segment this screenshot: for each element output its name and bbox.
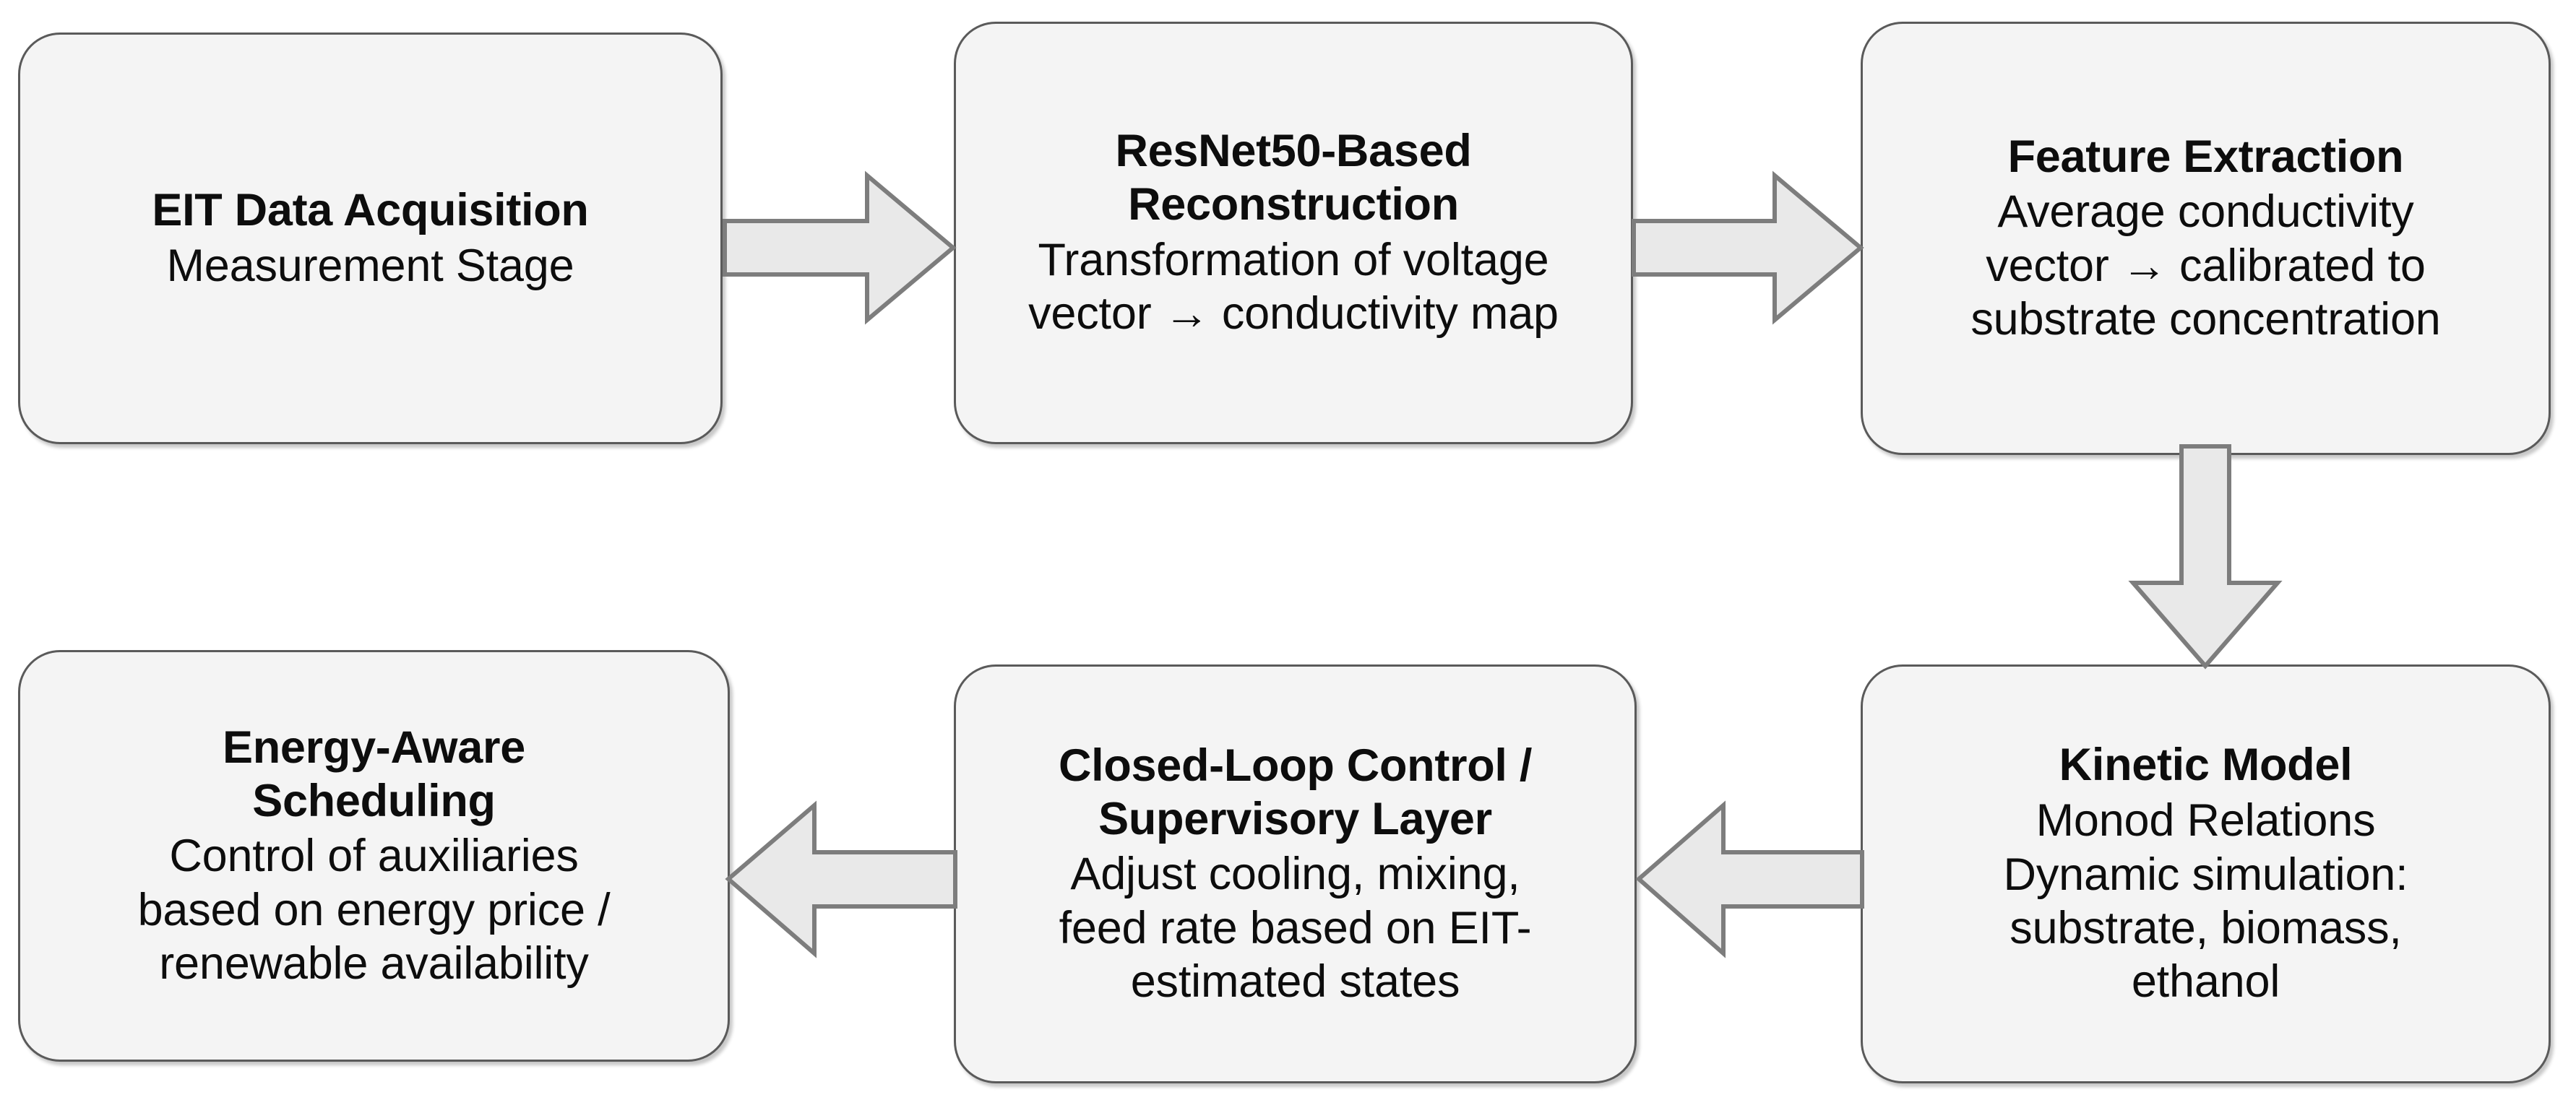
node-body: Monod Relations Dynamic simulation: subs… — [2003, 795, 2408, 1008]
node-body: Average conductivity vector → calibrated… — [1970, 186, 2441, 345]
node-closed-loop-control[interactable]: Closed-Loop Control / Supervisory Layer … — [954, 664, 1637, 1083]
node-body: Control of auxiliaries based on energy p… — [137, 831, 611, 989]
node-title: Closed-Loop Control / Supervisory Layer — [1058, 740, 1533, 844]
node-feature-extraction[interactable]: Feature Extraction Average conductivity … — [1861, 22, 2551, 455]
node-kinetic-model[interactable]: Kinetic Model Monod Relations Dynamic si… — [1861, 664, 2551, 1083]
node-title: Feature Extraction — [2007, 131, 2404, 182]
node-title: ResNet50-Based Reconstruction — [1115, 126, 1472, 230]
node-energy-aware-scheduling[interactable]: Energy-Aware Scheduling Control of auxil… — [18, 650, 730, 1062]
node-eit-data-acquisition[interactable]: EIT Data Acquisition Measurement Stage — [18, 33, 723, 444]
node-body: Adjust cooling, mixing, feed rate based … — [1059, 849, 1532, 1007]
node-resnet50-reconstruction[interactable]: ResNet50-Based Reconstruction Transforma… — [954, 22, 1633, 444]
arrow-left-icon — [1635, 800, 1864, 958]
node-body: Transformation of voltage vector → condu… — [1028, 234, 1559, 339]
node-body: Measurement Stage — [166, 240, 574, 291]
arrow-right-icon — [1632, 170, 1864, 325]
arrow-right-icon — [723, 170, 957, 325]
arrow-down-icon — [2128, 444, 2283, 670]
node-title: EIT Data Acquisition — [152, 184, 589, 235]
arrow-left-icon — [725, 800, 957, 958]
node-title: Energy-Aware Scheduling — [223, 722, 525, 826]
node-title: Kinetic Model — [2059, 740, 2353, 791]
